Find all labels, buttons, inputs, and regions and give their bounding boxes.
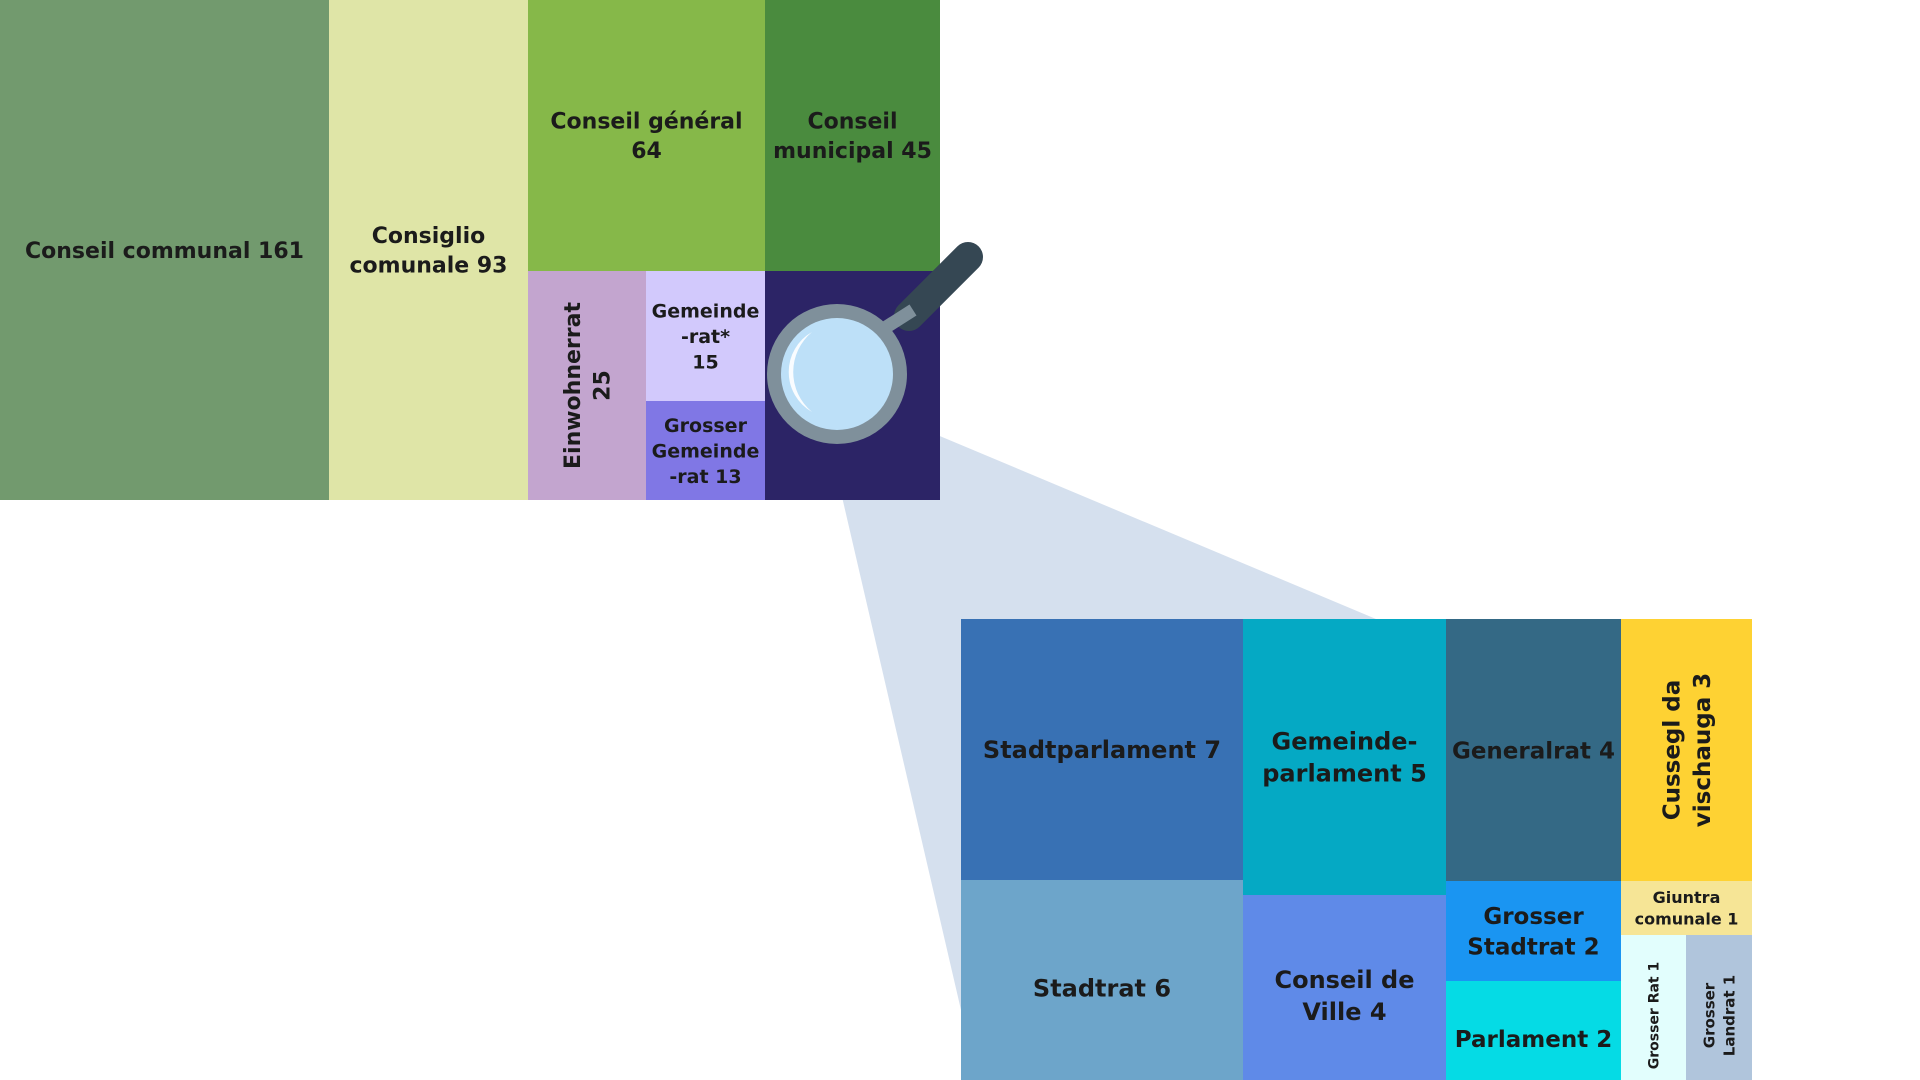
main-cell-label-line: Consiglio — [372, 224, 486, 249]
zoom-cell-rect — [1446, 881, 1621, 981]
zoom-cell-label-line: Gemeinde- — [1272, 728, 1418, 756]
main-cell-rect — [0, 0, 329, 500]
main-cell: Conseil communal 161 — [0, 0, 329, 500]
zoom-cell: Gemeinde-parlament 5 — [1243, 619, 1446, 895]
zoom-cell: Parlament 2 — [1446, 981, 1621, 1080]
main-cell-label-line: municipal 45 — [773, 139, 932, 164]
main-cell-label-line: Grosser — [664, 415, 748, 437]
zoom-cell: Stadtrat 6 — [961, 880, 1243, 1080]
zoom-cell-label-line: Grosser Rat 1 — [1647, 962, 1663, 1070]
main-cell-label: Gemeinde -rat* 15 — [652, 300, 760, 373]
zoom-cell-label: Stadtparlament 7 — [983, 736, 1221, 764]
zoom-treemap: Stadtparlament 7 Stadtrat 6 Gemeinde-parla… — [961, 619, 1752, 1080]
zoom-cell: Conseil de Ville 4 — [1243, 895, 1446, 1080]
main-cell-label-line: 64 — [631, 139, 662, 164]
main-cell: Conseil municipal 45 — [765, 0, 940, 271]
main-cell: Conseil général 64 — [528, 0, 765, 271]
zoom-cell-label: Stadtrat 6 — [1033, 975, 1171, 1003]
main-cell-rect — [528, 0, 765, 271]
zoom-cell-label-line: Generalrat 4 — [1452, 738, 1615, 764]
main-cell-label-line: 15 — [692, 351, 718, 373]
zoom-cell-label-line: Giuntra — [1653, 888, 1721, 907]
zoom-cell-rect — [1621, 935, 1686, 1080]
zoom-cone — [830, 390, 1376, 1010]
zoom-cell-label-line: Ville 4 — [1302, 998, 1386, 1026]
main-cell-label-line: Conseil général — [550, 110, 742, 135]
zoom-cell-rect — [1243, 895, 1446, 1080]
magnifying-glass-icon — [767, 242, 983, 444]
main-cell-rect — [765, 0, 940, 271]
zoom-cell: Grosser Rat 1 — [1621, 935, 1686, 1080]
zoom-cell-rect — [1686, 935, 1752, 1080]
zoom-cell-rect — [961, 880, 1243, 1080]
zoom-cell-rect — [961, 619, 1243, 880]
zoom-cell-label-line: Stadtrat 6 — [1033, 975, 1171, 1003]
main-cell-label-line: Gemeinde — [652, 300, 760, 322]
main-cell: Gemeinde -rat* 15 — [646, 271, 765, 401]
main-cell-label: Consiglio comunale 93 — [350, 224, 508, 278]
zoom-cell-label: Grosser Rat 1 — [1647, 962, 1663, 1070]
zoom-cell-label-line: Parlament 2 — [1455, 1027, 1612, 1053]
main-cell-label-line: -rat 13 — [669, 466, 741, 488]
main-cell-label-line: Conseil — [807, 110, 897, 135]
zoom-cell-label-line: vischauga 3 — [1690, 673, 1716, 827]
main-cell-label-line: Einwohnerrat — [561, 302, 586, 469]
zoom-cell-rect — [1446, 981, 1621, 1080]
main-cell-label-line: comunale 93 — [350, 254, 508, 279]
main-cell-label-line: 25 — [591, 370, 616, 401]
zoom-cell-label: Giuntra comunale 1 — [1635, 888, 1739, 928]
lens-glint — [788, 332, 812, 412]
zoom-cell-label-line: Stadtparlament 7 — [983, 736, 1221, 764]
lens-glass — [781, 318, 893, 430]
zoom-cell-label: Gemeinde-parlament 5 — [1262, 728, 1427, 788]
zoom-cell-label: Parlament 2 — [1455, 1027, 1612, 1053]
main-cell-rect — [329, 0, 528, 500]
zoom-cell-label-line: Conseil de — [1274, 966, 1414, 994]
zoom-cell-label-line: comunale 1 — [1635, 909, 1739, 928]
zoom-cell-rect — [1243, 619, 1446, 895]
main-cell-label-line: Conseil communal 161 — [25, 239, 304, 264]
zoom-cell-label: Conseil de Ville 4 — [1274, 966, 1414, 1026]
main-cell-label-line: Gemeinde — [652, 440, 760, 462]
main-cell-rect — [646, 271, 765, 401]
zoom-cell-label-line: Grosser — [1700, 982, 1718, 1048]
main-cell: Consiglio comunale 93 — [329, 0, 528, 500]
zoom-cell-label-line: Stadtrat 2 — [1467, 935, 1599, 961]
main-cell-label: Conseil communal 161 — [25, 239, 304, 264]
main-cell-label: Conseil municipal 45 — [773, 110, 932, 164]
zoom-cell-label-line: Cussegl da — [1659, 680, 1685, 821]
zoom-cell-rect — [1621, 619, 1752, 881]
zoom-cell-label-line: Grosser — [1483, 904, 1584, 930]
main-treemap: Conseil communal 161 Consiglio comunale 93… — [0, 0, 940, 500]
main-cell-label: Conseil général 64 — [550, 110, 742, 164]
zoom-cell: Stadtparlament 7 — [961, 619, 1243, 880]
zoom-cell-rect — [1446, 619, 1621, 881]
main-cell-rect — [528, 271, 646, 500]
main-cell-label-line: -rat* — [681, 326, 730, 348]
zoom-cell: Generalrat 4 — [1446, 619, 1621, 881]
main-cell-rect — [646, 401, 765, 500]
zoom-cell: Giuntra comunale 1 — [1621, 881, 1752, 935]
zoom-cell-label-line: Landrat 1 — [1720, 975, 1738, 1056]
zoom-cell-rect — [1621, 881, 1752, 935]
lens-handle — [894, 242, 983, 331]
zoom-cell-label-line: parlament 5 — [1262, 760, 1427, 788]
zoom-cell-label: Generalrat 4 — [1452, 738, 1615, 764]
